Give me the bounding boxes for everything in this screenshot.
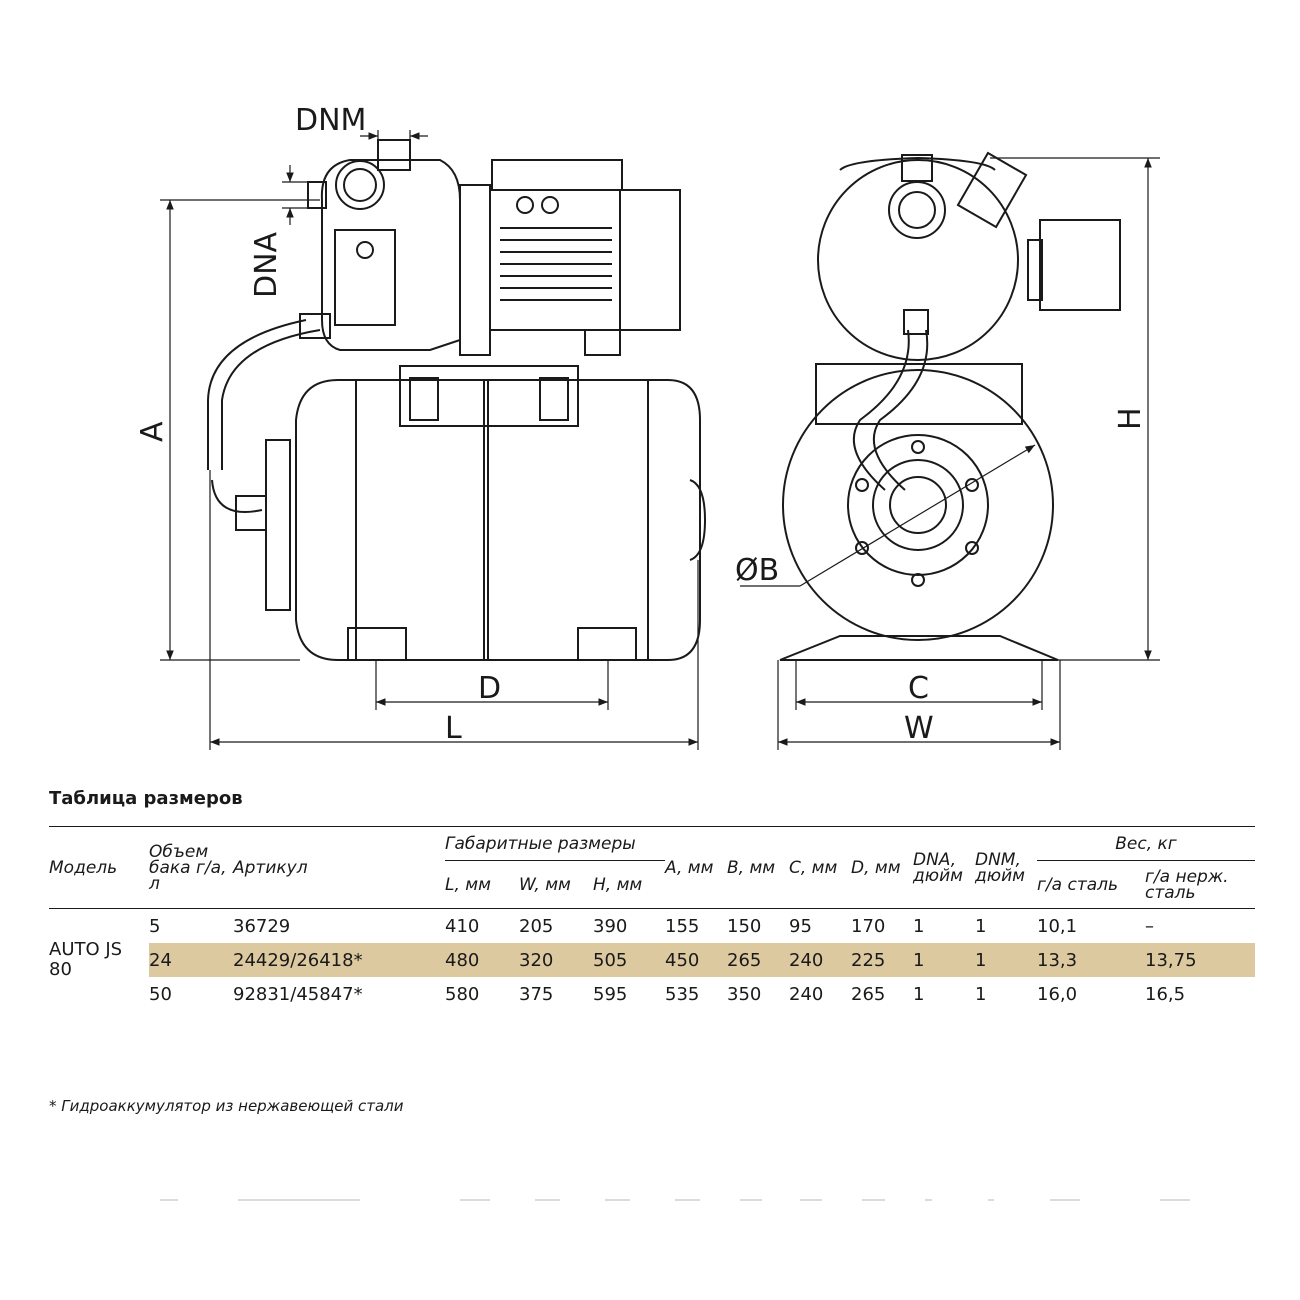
cell-a: 450 xyxy=(665,943,727,977)
header-dnm: DNM, дюйм xyxy=(975,849,1025,886)
cell-d: 170 xyxy=(851,915,886,937)
header-overall: Габаритные размеры xyxy=(445,826,665,861)
cell-h: 505 xyxy=(593,943,665,977)
cell-w: 320 xyxy=(519,943,593,977)
dimensions-table: Модель Объем бака г/а, л Артикул Габарит… xyxy=(49,826,1255,1011)
cell-a: 155 xyxy=(665,915,700,937)
header-h: H, мм xyxy=(593,874,643,895)
cell-w: 205 xyxy=(519,915,554,937)
cell-stainless: 16,5 xyxy=(1145,983,1186,1005)
label-dnm: DNM xyxy=(295,103,366,138)
cell-c: 240 xyxy=(789,983,824,1005)
pump-dimension-drawing: DNM DNA A D L H ØB C W xyxy=(135,103,1160,750)
label-d: D xyxy=(478,671,501,706)
table-row: 50 92831/45847* 580 375 595 535 350 240 … xyxy=(49,977,1255,1011)
cell-tank: 5 xyxy=(149,915,161,937)
cell-dna: 1 xyxy=(913,983,925,1005)
cell-steel: 16,0 xyxy=(1037,983,1078,1005)
header-d: D, мм xyxy=(851,857,901,878)
cell-dna: 1 xyxy=(913,943,975,977)
cell-h: 595 xyxy=(593,983,628,1005)
header-a: A, мм xyxy=(665,857,714,878)
cell-c: 95 xyxy=(789,915,812,937)
label-c: C xyxy=(908,671,929,706)
header-tank: Объем бака г/а, л xyxy=(149,841,227,894)
header-c: C, мм xyxy=(789,857,838,878)
cell-h: 390 xyxy=(593,915,628,937)
cell-stainless: – xyxy=(1145,915,1154,937)
header-l: L, мм xyxy=(445,874,491,895)
front-view xyxy=(779,151,1121,661)
cell-b: 350 xyxy=(727,983,762,1005)
cell-tank: 24 xyxy=(149,943,233,977)
header-dna: DNA, дюйм xyxy=(913,849,963,886)
footnote: * Гидроаккумулятор из нержавеющей стали xyxy=(49,1097,404,1115)
faded-row-artifact xyxy=(160,1199,1190,1201)
cell-l: 410 xyxy=(445,915,480,937)
cell-dnm: 1 xyxy=(975,943,1037,977)
header-w: W, мм xyxy=(519,874,571,895)
cell-a: 535 xyxy=(665,983,700,1005)
label-h: H xyxy=(1113,407,1148,430)
header-steel: г/а сталь xyxy=(1037,874,1119,895)
cell-steel: 13,3 xyxy=(1037,943,1145,977)
cell-w: 375 xyxy=(519,983,554,1005)
label-b: ØB xyxy=(735,553,779,588)
cell-article: 92831/45847* xyxy=(233,983,363,1005)
cell-article: 24429/26418* xyxy=(233,943,445,977)
header-b: B, мм xyxy=(727,857,776,878)
table-row: AUTO JS 80 5 36729 410 205 390 155 150 9… xyxy=(49,909,1255,980)
header-weight: Вес, кг xyxy=(1037,826,1255,861)
cell-stainless: 13,75 xyxy=(1145,943,1255,977)
table-row-highlighted: 24 24429/26418* 480 320 505 450 265 240 … xyxy=(49,943,1255,977)
cell-d: 265 xyxy=(851,983,886,1005)
header-article: Артикул xyxy=(233,857,308,878)
cell-dna: 1 xyxy=(913,915,925,937)
cell-l: 480 xyxy=(445,943,519,977)
table-title: Таблица размеров xyxy=(49,788,243,809)
cell-c: 240 xyxy=(789,943,851,977)
label-w: W xyxy=(904,711,934,746)
header-model: Модель xyxy=(49,857,118,878)
side-view xyxy=(207,139,707,661)
label-a: A xyxy=(135,421,170,442)
model-cell: AUTO JS 80 xyxy=(49,939,123,980)
header-stainless: г/а нерж. сталь xyxy=(1145,866,1229,903)
cell-article: 36729 xyxy=(233,915,291,937)
cell-dnm: 1 xyxy=(975,915,987,937)
cell-b: 150 xyxy=(727,915,762,937)
cell-tank: 50 xyxy=(149,983,172,1005)
cell-d: 225 xyxy=(851,943,913,977)
label-dna: DNA xyxy=(249,231,284,298)
cell-steel: 10,1 xyxy=(1037,915,1078,937)
cell-b: 265 xyxy=(727,943,789,977)
cell-l: 580 xyxy=(445,983,480,1005)
label-l: L xyxy=(445,711,462,746)
cell-dnm: 1 xyxy=(975,983,987,1005)
